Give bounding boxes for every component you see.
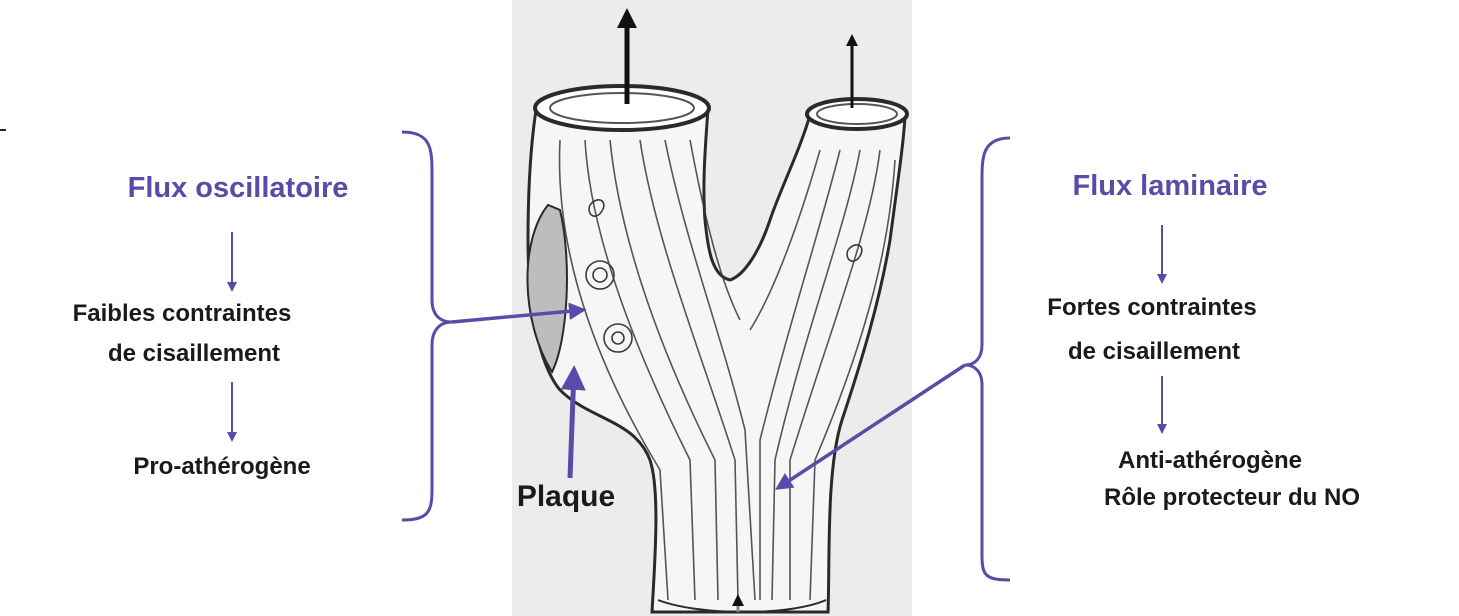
right-heading-laminar-flow: Flux laminaire	[1072, 172, 1267, 201]
right-outcome-line2: Rôle protecteur du NO	[1104, 486, 1360, 510]
left-outcome: Pro-athérogène	[133, 455, 310, 479]
left-brace	[402, 132, 452, 520]
right-effect-line2: de cisaillement	[1068, 340, 1240, 364]
left-effect-line1: Faibles contraintes	[73, 302, 292, 326]
plaque-label: Plaque	[517, 482, 615, 512]
right-brace	[965, 138, 1010, 580]
left-heading-oscillatory-flow: Flux oscillatoire	[128, 174, 349, 203]
right-outcome-line1: Anti-athérogène	[1118, 449, 1302, 473]
left-effect-line2: de cisaillement	[108, 342, 280, 366]
right-effect-line1: Fortes contraintes	[1047, 296, 1256, 320]
